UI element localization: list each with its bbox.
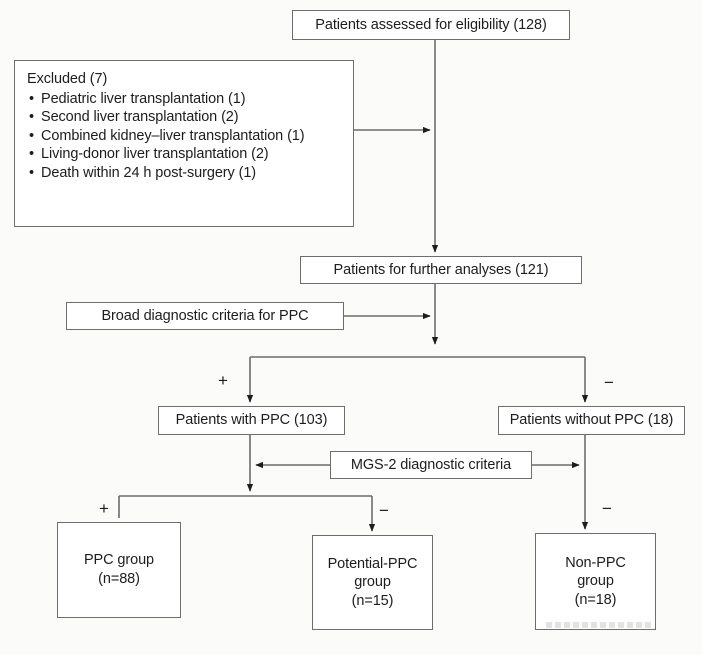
node-label-line3: (n=15) [351,592,394,609]
node-patients-with-ppc: Patients with PPC (103) [158,406,345,435]
node-label: Patients with PPC (103) [175,412,328,429]
node-patients-further-analyses: Patients for further analyses (121) [300,256,582,284]
node-excluded: Excluded (7) • Pediatric liver transplant… [14,60,354,227]
node-ppc-group: PPC group (n=88) [57,522,181,618]
excluded-item: • Living-donor liver transplantation (2) [27,145,269,164]
node-patients-assessed: Patients assessed for eligibility (128) [292,10,570,40]
branch-sign-plus-ppc-group: + [99,499,109,518]
node-label-line1: Potential-PPC [327,555,418,572]
node-label-line1: Non-PPC [565,554,626,571]
node-label-line2: group [354,574,391,591]
excluded-item-label: Pediatric liver transplantation (1) [41,90,246,107]
watermark-artifact [546,622,651,628]
excluded-item-label: Death within 24 h post-surgery (1) [41,164,257,181]
node-label-line1: PPC group [83,552,155,569]
excluded-item-label: Living-donor liver transplantation (2) [41,146,269,163]
bullet-icon: • [29,127,34,144]
node-non-ppc-group: Non-PPC group (n=18) [535,533,656,630]
bullet-icon: • [29,146,34,163]
node-patients-without-ppc: Patients without PPC (18) [498,406,685,435]
bullet-icon: • [29,109,34,126]
bullet-icon: • [29,164,34,181]
node-potential-ppc-group: Potential-PPC group (n=15) [312,535,433,630]
node-label-line2: (n=88) [98,571,140,587]
node-label-line3: (n=18) [574,591,617,608]
node-label: Patients without PPC (18) [509,412,674,429]
excluded-item-label: Combined kidney–liver transplantation (1… [41,127,305,144]
excluded-item: • Death within 24 h post-surgery (1) [27,164,256,183]
excluded-title: Excluded (7) [27,71,108,87]
node-broad-diagnostic-criteria: Broad diagnostic criteria for PPC [66,302,344,330]
branch-sign-plus-with-ppc: + [218,371,228,390]
node-label-line2: group [577,573,614,590]
branch-sign-minus-non-ppc: − [602,499,612,518]
node-label: MGS-2 diagnostic criteria [350,456,512,473]
node-label: Patients assessed for eligibility (128) [315,16,547,33]
excluded-item: • Combined kidney–liver transplantation (… [27,127,305,146]
node-mgs2-diagnostic-criteria: MGS-2 diagnostic criteria [330,451,532,479]
node-label: Broad diagnostic criteria for PPC [101,307,309,324]
branch-sign-minus-potential-ppc: − [379,501,389,520]
node-label: Patients for further analyses (121) [333,261,549,278]
bullet-icon: • [29,90,34,107]
excluded-item-label: Second liver transplantation (2) [41,109,239,126]
excluded-item: • Pediatric liver transplantation (1) [27,90,246,109]
branch-sign-minus-without-ppc: − [604,373,614,392]
excluded-item: • Second liver transplantation (2) [27,108,239,127]
